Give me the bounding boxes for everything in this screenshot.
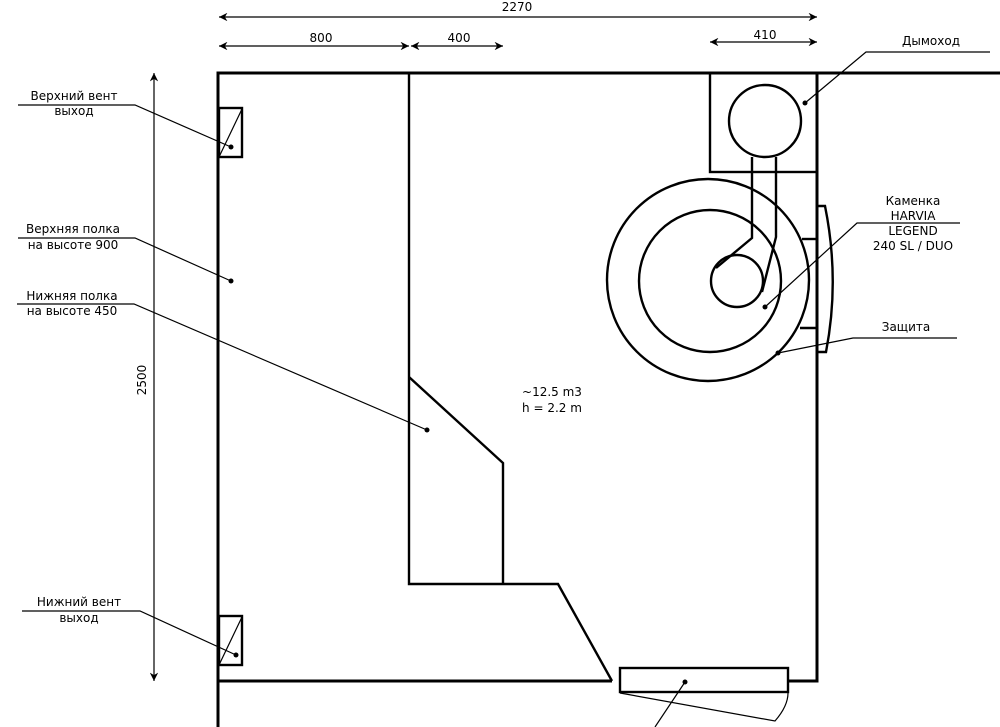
heat-shield <box>817 204 834 354</box>
upper-vent <box>217 106 244 159</box>
svg-text:240 SL / DUO: 240 SL / DUO <box>873 239 953 253</box>
leader-lines <box>17 51 990 727</box>
door <box>618 666 790 722</box>
lower-shelf-outline <box>408 376 505 584</box>
svg-text:Нижний вент: Нижний вент <box>37 595 121 609</box>
label-stove: Каменка HARVIA LEGEND 240 SL / DUO <box>873 194 953 253</box>
dimension-label: 2270 <box>502 0 533 14</box>
dimension-label: 400 <box>448 31 471 45</box>
svg-text:выход: выход <box>59 611 98 625</box>
svg-text:на высоте 900: на высоте 900 <box>28 238 119 252</box>
room-info: ~12.5 m3 h = 2.2 m <box>522 385 582 415</box>
lower-vent <box>217 614 244 667</box>
svg-text:на высоте 450: на высоте 450 <box>27 304 118 318</box>
dimension-room-length: 2500 <box>135 72 159 681</box>
svg-text:LEGEND: LEGEND <box>888 224 937 238</box>
leader-dots <box>228 100 808 685</box>
svg-text:Верхний вент: Верхний вент <box>31 89 118 103</box>
svg-text:h = 2.2 m: h = 2.2 m <box>522 401 582 415</box>
label-protection: Защита <box>882 320 931 334</box>
dimension-stove-zone: 410 <box>710 28 817 47</box>
svg-text:Верхняя полка: Верхняя полка <box>26 222 120 236</box>
svg-text:HARVIA: HARVIA <box>891 209 937 223</box>
svg-text:Нижняя полка: Нижняя полка <box>26 289 117 303</box>
svg-text:выход: выход <box>54 104 93 118</box>
label-upper-vent: Верхний вент выход <box>31 89 118 118</box>
dimension-total-width: 2270 <box>219 0 817 22</box>
svg-text:Каменка: Каменка <box>886 194 941 208</box>
label-upper-shelf: Верхняя полка на высоте 900 <box>26 222 120 252</box>
upper-shelf-outline <box>407 73 614 682</box>
dimension-label: 410 <box>754 28 777 42</box>
walls <box>216 71 1000 727</box>
dimension-upper-shelf: 800 <box>219 31 409 51</box>
label-lower-shelf: Нижняя полка на высоте 450 <box>26 289 117 318</box>
chimney <box>708 71 819 174</box>
dimension-label: 2500 <box>135 365 149 396</box>
svg-text:~12.5 m3: ~12.5 m3 <box>522 385 582 399</box>
label-chimney: Дымоход <box>902 34 960 48</box>
dimension-lower-shelf: 400 <box>411 31 503 51</box>
label-lower-vent: Нижний вент выход <box>37 595 121 625</box>
dimension-label: 800 <box>310 31 333 45</box>
stove <box>605 157 817 383</box>
